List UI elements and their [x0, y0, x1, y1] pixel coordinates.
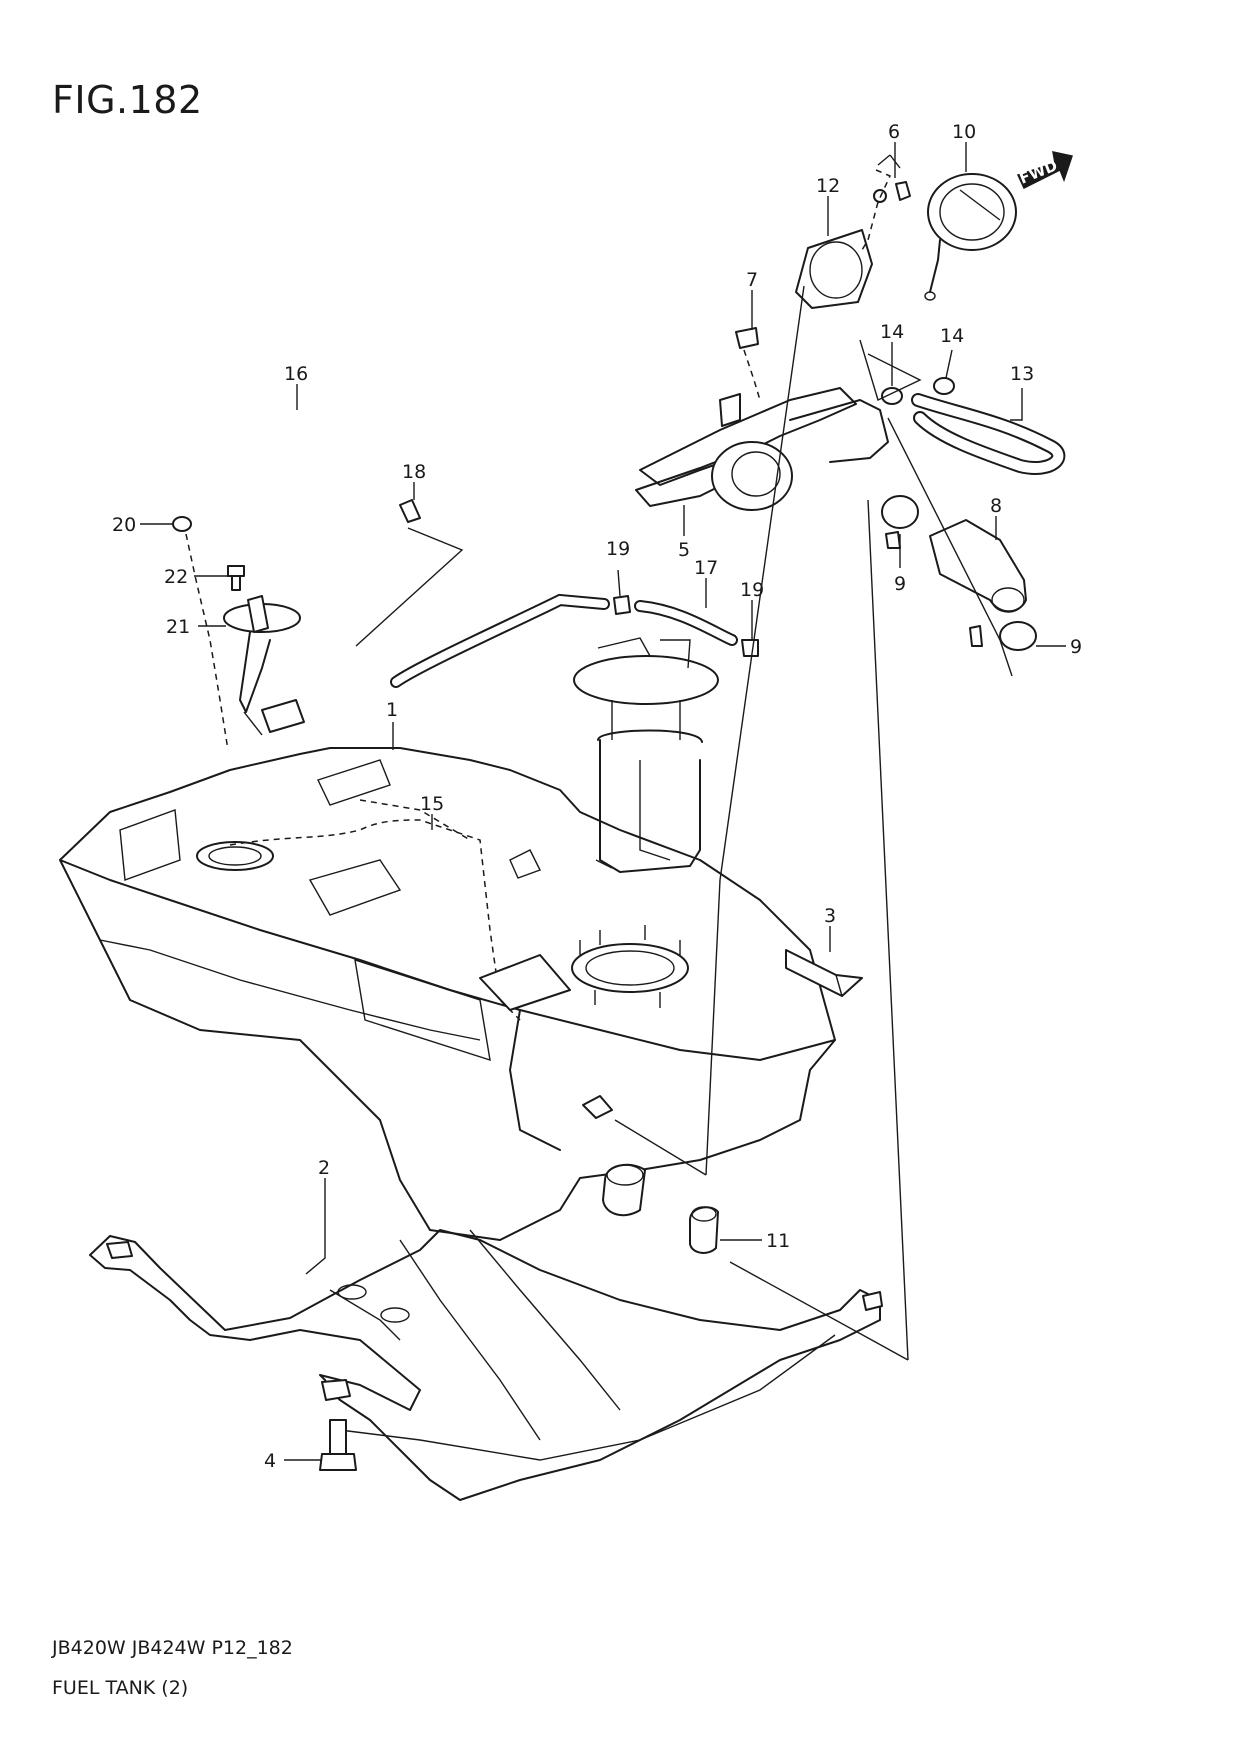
callout-11: 11 [766, 1230, 790, 1252]
callout-17: 17 [694, 557, 718, 579]
callout-5: 5 [678, 539, 690, 561]
screw-part-22 [227, 565, 245, 591]
callout-14b: 14 [940, 325, 964, 347]
fuel-pump-module [573, 637, 719, 873]
callout-13: 13 [1010, 363, 1034, 385]
fwd-arrow-badge: FWD [1017, 151, 1073, 190]
callout-16: 16 [284, 363, 308, 385]
bolt-part-4 [319, 1419, 357, 1471]
callout-19a: 19 [606, 538, 630, 560]
assembly-dash-lines [185, 154, 901, 751]
fwd-label: FWD [1017, 156, 1060, 187]
fuel-hose-part-17 [390, 593, 738, 688]
callout-22: 22 [164, 566, 188, 588]
clamp-part-14 [881, 377, 955, 405]
callout-labels: 1 2 3 4 5 6 7 8 9 9 10 11 12 13 14 14 15… [112, 121, 1082, 1472]
footer-figure-name: FUEL TANK (2) [52, 1677, 189, 1699]
filler-neck-part-5 [635, 387, 889, 511]
reference-lines [355, 285, 1013, 1361]
footer-model-codes: JB420W JB424W P12_182 [52, 1637, 293, 1659]
callout-8: 8 [990, 495, 1002, 517]
callout-leaders [140, 142, 1066, 1461]
filler-plate-part-12 [795, 229, 873, 309]
callout-9b: 9 [1070, 636, 1082, 658]
pad-part-3 [785, 949, 863, 997]
callout-15: 15 [420, 793, 444, 815]
callout-3: 3 [824, 905, 836, 927]
fuel-sender-part-21 [223, 595, 305, 736]
callout-19b: 19 [740, 579, 764, 601]
figure-title: FIG.182 [52, 78, 203, 122]
screw-part-6 [873, 181, 911, 203]
fuel-tank-part-1 [59, 747, 836, 1241]
callout-7: 7 [746, 269, 758, 291]
breather-hose-part-16 [169, 402, 397, 511]
callout-2: 2 [318, 1157, 330, 1179]
filler-hose-part-8 [929, 519, 1027, 613]
callout-18: 18 [402, 461, 426, 483]
tank-protector-part-2 [89, 1229, 883, 1501]
clamp-part-18 [399, 499, 421, 523]
grommet-part-11 [689, 1206, 719, 1254]
clamp-part-20 [172, 516, 192, 532]
callout-6: 6 [888, 121, 900, 143]
callout-14a: 14 [880, 321, 904, 343]
clamp-part-9 [881, 495, 1037, 651]
callout-1: 1 [386, 699, 398, 721]
callout-10: 10 [952, 121, 976, 143]
callout-4: 4 [264, 1450, 276, 1472]
callout-12: 12 [816, 175, 840, 197]
callout-20: 20 [112, 514, 136, 536]
screw-part-7 [735, 327, 759, 349]
fuel-cap-part-10 [924, 173, 1017, 301]
callout-9a: 9 [894, 573, 906, 595]
breather-hose-part-13 [911, 393, 1066, 475]
callout-21: 21 [166, 616, 190, 638]
